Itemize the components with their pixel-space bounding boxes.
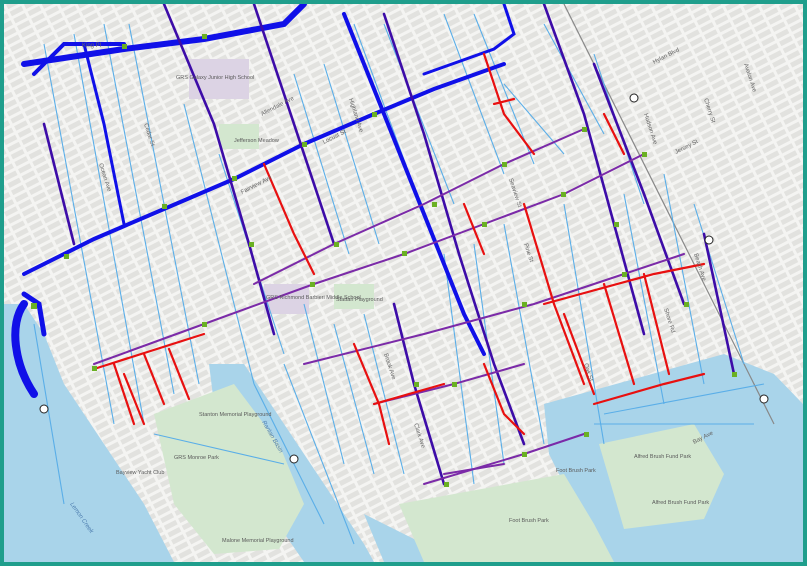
label-ps-richmond: GRS Richmond Barbieri Middle School [266, 295, 361, 301]
label-jefferson: Jefferson Meadow [234, 138, 279, 144]
water-channel-west [4, 304, 174, 562]
street-label: Pine St [522, 243, 534, 264]
label-foot-brush-b: Foot Brush Park [509, 518, 549, 524]
label-ps-monroe: GRS Monroe Park [174, 455, 219, 461]
park-alfred-brush [599, 424, 724, 529]
label-playground-center: Stattan Playground [336, 297, 383, 303]
school-galaxy [189, 59, 249, 99]
label-alfred-brush-2: Alfred Brush Fund Park [652, 500, 709, 506]
street-label: Oak St [582, 363, 593, 383]
manhole-markers [31, 34, 737, 487]
label-malone: Malone Memorial Playground [222, 538, 294, 544]
label-ps-galaxy: GRS Galaxy Junior High School [176, 75, 254, 81]
problem-segments [92, 52, 706, 446]
label-alfred-brush: Alfred Brush Fund Park [634, 454, 691, 460]
label-king-pl: King Pl [82, 43, 101, 49]
label-stanton-playground: Stanton Memorial Playground [199, 412, 271, 418]
park-center-playground [334, 284, 374, 309]
park-foot-brush [399, 474, 614, 562]
park-jefferson [219, 124, 259, 149]
park-stanton-playground [154, 384, 304, 554]
label-foot-brush-a: Foot Brush Park [556, 468, 596, 474]
pump-stations [39, 93, 769, 464]
label-yacht-club: Bayview Yacht Club [116, 470, 164, 476]
sewer-network-map[interactable]: King Pl GRS Galaxy Junior High School Je… [4, 4, 803, 562]
interceptor-sewers [42, 4, 736, 486]
